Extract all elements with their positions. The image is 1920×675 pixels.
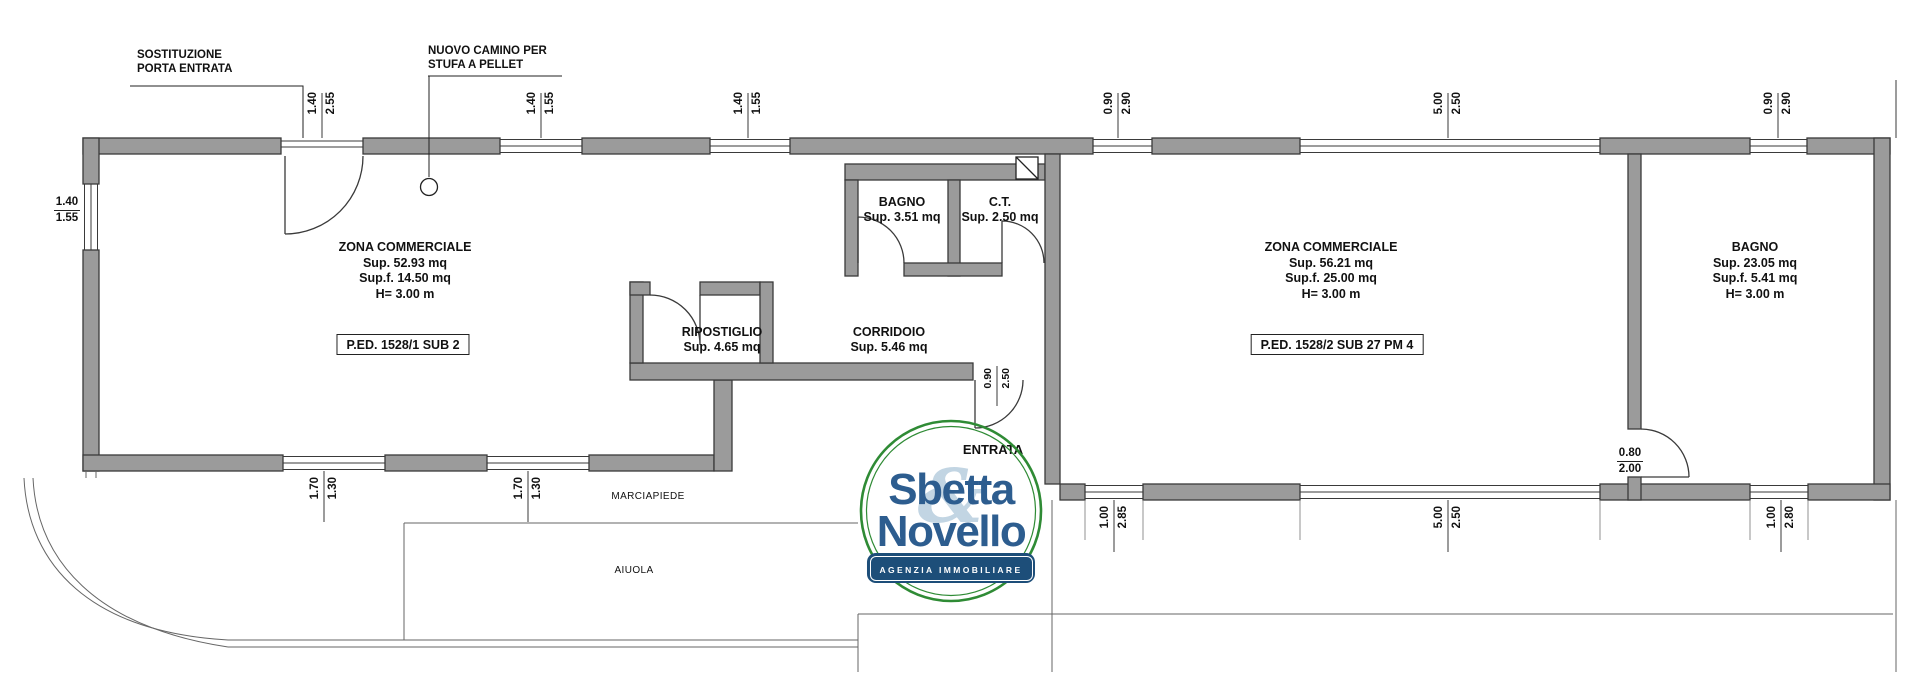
logo-name-1: Sbetta [888,465,1015,514]
dim-bottom-left-2: 1.70 1.30 [513,477,543,500]
camino-leader [428,75,562,177]
note-sostituzione-line2: PORTA ENTRATA [137,63,233,75]
walls [82,137,1891,501]
room-h: H= 3.00 m [1301,286,1361,301]
note-sostituzione-line1: SOSTITUZIONE [137,49,222,61]
room-label-bagno-right: BAGNO Sup. 23.05 mq Sup.f. 5.41 mq H= 3.… [1713,240,1798,302]
ripostiglio-door-arc [649,294,701,346]
dim-bottom-right-2: 5.00 2.50 [1433,506,1463,529]
dim-entrata-door: 0.90 2.50 [982,368,1012,389]
dim-top-5: 5.00 2.50 [1433,92,1463,115]
camino-symbol [419,177,439,197]
agency-logo: & Sbetta Novello AGENZIA IMMOBILIARE [856,416,1046,606]
marciapiede-label: MARCIAPIEDE [611,491,685,502]
site-lines [23,471,1897,672]
dim-left-window: 1.40 1.55 [53,196,81,224]
leader-lines [130,75,562,177]
logo-tagline-pill: AGENZIA IMMOBILIARE [866,553,1036,583]
dim-bagno-right-door: 0.80 2.00 [1616,447,1644,475]
logo-tagline: AGENZIA IMMOBILIARE [879,564,1023,575]
dim-bottom-right-3: 1.00 2.80 [1766,506,1796,529]
entrance-door-arc [284,155,364,235]
room-sup: Sup. 52.93 mq [362,255,448,270]
room-h: H= 3.00 m [1725,286,1785,301]
dim-bottom-right-1: 1.00 2.85 [1099,506,1129,529]
dimension-lines [321,80,1897,552]
sostituzione-leader [130,85,304,138]
room-supf: Sup.f. 25.00 mq [1285,271,1377,285]
door-swings [284,155,1690,478]
room-label-ct: C.T. Sup. 2.50 mq [961,195,1038,225]
room-sup: Sup. 23.05 mq [1712,255,1798,270]
bagno-mid-door-arc [857,216,905,264]
note-camino: NUOVO CAMINO PER STUFA A PELLET [428,44,547,72]
entrata-label: ENTRATA [962,442,1024,457]
dim-top-3: 1.40 1.55 [733,92,763,115]
note-sostituzione: SOSTITUZIONE PORTA ENTRATA [137,48,232,76]
ct-door-arc [1001,220,1045,264]
room-name: BAGNO [1731,240,1779,254]
logo-tagline-inner: AGENZIA IMMOBILIARE [869,555,1033,581]
dim-top-4: 0.90 2.90 [1103,92,1133,115]
dim-top-1: 1.40 2.55 [307,92,337,115]
room-sup: Sup. 4.65 mq [683,340,761,354]
room-name: BAGNO [878,195,926,209]
room-name: ZONA COMMERCIALE [1264,240,1398,254]
dim-bottom-left-1: 1.70 1.30 [309,477,339,500]
room-name: CORRIDOIO [852,325,926,339]
ped-box-right: P.ED. 1528/2 SUB 27 PM 4 [1250,334,1424,355]
windows [84,139,1808,499]
dim-top-2: 1.40 1.55 [526,92,556,115]
ped-box-left: P.ED. 1528/1 SUB 2 [336,334,470,355]
note-camino-line2: STUFA A PELLET [428,59,524,71]
room-name: ZONA COMMERCIALE [338,240,472,254]
room-label-ripostiglio: RIPOSTIGLIO Sup. 4.65 mq [682,325,763,355]
room-supf: Sup.f. 14.50 mq [359,271,451,285]
bagno-right-door-arc [1640,428,1690,478]
extension-ticks [1084,500,1809,540]
room-sup: Sup. 56.21 mq [1288,255,1374,270]
room-supf: Sup.f. 5.41 mq [1712,271,1798,285]
note-camino-line1: NUOVO CAMINO PER [428,45,547,57]
room-sup: Sup. 2.50 mq [961,210,1039,224]
room-h: H= 3.00 m [375,286,435,301]
room-name: RIPOSTIGLIO [681,325,763,339]
room-label-zona-right: ZONA COMMERCIALE Sup. 56.21 mq Sup.f. 25… [1265,240,1398,302]
logo-ampersand: & [917,454,985,540]
room-sup: Sup. 5.46 mq [850,340,928,354]
aiuola-label: AIUOLA [614,565,654,576]
room-label-bagno-mid: BAGNO Sup. 3.51 mq [863,195,940,225]
room-label-zona-left: ZONA COMMERCIALE Sup. 52.93 mq Sup.f. 14… [339,240,472,302]
flue-symbol [1015,156,1039,180]
room-sup: Sup. 3.51 mq [863,210,941,224]
logo-ring [859,419,1043,603]
logo-name-2: Novello [876,507,1027,556]
dim-top-6: 0.90 2.90 [1763,92,1793,115]
room-label-corridoio: CORRIDOIO Sup. 5.46 mq [850,325,927,355]
room-name: C.T. [988,195,1012,209]
